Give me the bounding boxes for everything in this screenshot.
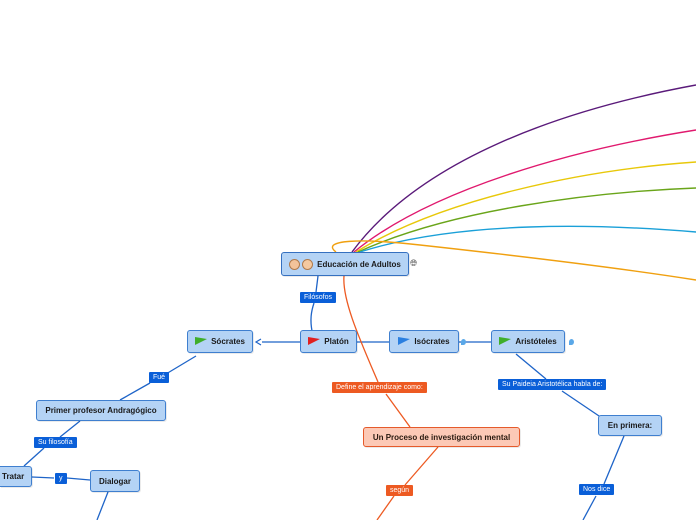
node-proceso-label: Un Proceso de investigación mental — [372, 432, 511, 442]
green-flag-icon — [195, 337, 208, 345]
node-platon[interactable]: Platón — [300, 330, 357, 353]
branch-green — [357, 187, 696, 253]
line-define-to-proceso — [385, 393, 411, 428]
node-en-primera[interactable]: En primera: — [598, 415, 662, 436]
node-platon-label: Platón — [324, 337, 349, 346]
label-paideia[interactable]: Su Paideia Aristotélica habla de: — [498, 379, 607, 390]
node-proceso[interactable]: Un Proceso de investigación mental — [363, 427, 520, 447]
line-socrates-to-fue — [165, 355, 197, 375]
label-filosofos[interactable]: Filósofos — [300, 292, 337, 303]
node-primer-profesor-label: Primer profesor Andragógico — [45, 406, 157, 415]
branch-yellow — [355, 161, 696, 253]
line-enprimera-to-nosdice — [603, 435, 625, 485]
label-fue[interactable]: Fué — [149, 372, 170, 383]
line-filosofos-to-platon — [310, 302, 315, 332]
line-tratar-to-y — [31, 476, 55, 479]
central-topic-title: Educación de Adultos — [317, 259, 401, 269]
label-nos-dice[interactable]: Nos dice — [579, 484, 615, 495]
branch-magenta — [353, 129, 696, 253]
line-fue-to-primer — [119, 382, 151, 401]
node-aristoteles-label: Aristóteles — [515, 337, 557, 346]
line-proceso-to-segun — [404, 446, 439, 486]
line-paideia-to-enprimera — [561, 390, 603, 419]
woman-face-icon — [289, 258, 301, 270]
man-face-icon — [302, 258, 314, 270]
line-segun-down — [376, 495, 395, 520]
node-aristoteles[interactable]: Aristóteles — [491, 330, 565, 353]
node-isocrates[interactable]: Isócrates — [389, 330, 459, 353]
node-socrates[interactable]: Sócrates — [187, 330, 253, 353]
line-y-to-dialogar — [66, 477, 91, 481]
node-dialogar-label: Dialogar — [98, 476, 131, 486]
globe-icon[interactable]: 🌐︎ — [410, 258, 418, 268]
expand-arrow-icon[interactable] — [254, 338, 262, 346]
line-nosdice-down — [582, 495, 597, 520]
branch-purple — [351, 84, 696, 253]
blue-flag-icon — [398, 337, 411, 345]
line-aristoteles-to-paideia — [515, 353, 547, 380]
label-define[interactable]: Define el aprendizaje como: — [332, 382, 427, 393]
central-topic-node[interactable]: Educación de Adultos — [281, 252, 409, 276]
line-dialogar-down — [96, 491, 109, 520]
node-primer-profesor[interactable]: Primer profesor Andragógico — [36, 400, 166, 421]
node-socrates-label: Sócrates — [211, 337, 245, 346]
label-su-filosofia[interactable]: Su filosofía — [34, 437, 77, 448]
line-central-to-define — [343, 275, 379, 383]
node-en-primera-label: En primera: — [607, 421, 653, 430]
node-isocrates-label: Isócrates — [414, 337, 450, 346]
label-y[interactable]: y — [55, 473, 67, 484]
note-bubble-icon[interactable] — [461, 339, 466, 345]
line-primer-to-filosofia — [59, 420, 81, 438]
green-flag-icon — [499, 337, 512, 345]
note-bubble-icon[interactable] — [569, 339, 574, 345]
line-central-to-filosofos — [315, 275, 319, 293]
red-flag-icon — [308, 337, 321, 345]
label-segun[interactable]: según — [386, 485, 414, 496]
branch-cyan — [359, 225, 696, 253]
node-dialogar[interactable]: Dialogar — [90, 470, 140, 492]
line-filosofia-to-tratar — [23, 447, 45, 467]
node-tratar[interactable]: Tratar — [0, 466, 32, 487]
node-tratar-label: Tratar — [2, 472, 25, 481]
branch-orange — [331, 240, 696, 281]
